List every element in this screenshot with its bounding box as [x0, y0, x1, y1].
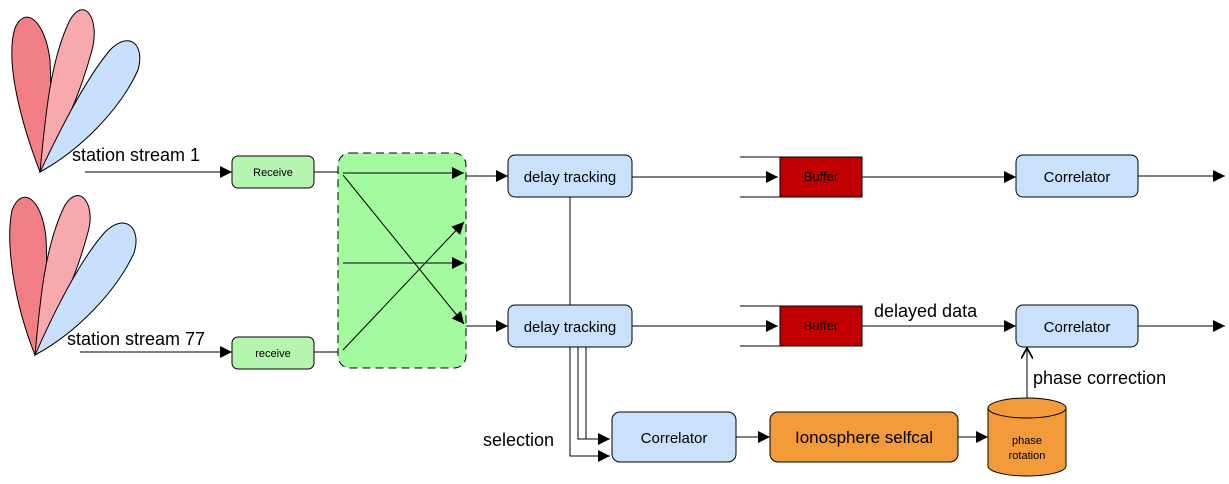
delay-tracking-box-1-label: delay tracking [524, 169, 617, 186]
buffer-box-1-label: Buffer [804, 169, 839, 184]
buffer-box-2-label: Buffer [804, 318, 839, 333]
switch-arrow-diagonal-down [342, 174, 465, 325]
receive-box-1-label: Receive [253, 167, 293, 179]
buffer-box-1[interactable]: Buffer [740, 156, 863, 198]
station-stream-1-label: station stream 1 [72, 145, 200, 165]
correlator-box-1-label: Correlator [1044, 169, 1111, 186]
delay-tracking-box-1[interactable]: delay tracking [507, 154, 633, 198]
delayed-data-label: delayed data [874, 301, 978, 321]
correlator-box-3-label: Correlator [641, 430, 708, 447]
ionosphere-selfcal-box[interactable]: Ionosphere selfcal [769, 411, 959, 463]
ionosphere-selfcal-label: Ionosphere selfcal [795, 428, 933, 447]
delay-tracking-box-2-label: delay tracking [524, 319, 617, 336]
antenna-beams-station-77 [9, 195, 137, 357]
phase-correction-label: phase correction [1033, 368, 1166, 388]
buffer-box-2[interactable]: Buffer [740, 305, 863, 347]
phase-rotation-label-line2: rotation [1009, 450, 1046, 462]
receive-box-1[interactable]: Receive [231, 155, 315, 189]
receive-box-77[interactable]: receive [231, 336, 315, 370]
delay-tracking-box-2[interactable]: delay tracking [507, 304, 633, 348]
beam-blue-2 [33, 222, 137, 357]
correlator-box-2-label: Correlator [1044, 319, 1111, 336]
correlator-box-1[interactable]: Correlator [1015, 154, 1139, 198]
switch-arrow-diagonal-up [342, 221, 465, 351]
phase-rotation-label-line1: phase [1012, 435, 1042, 447]
selection-paths [569, 347, 610, 462]
phase-rotation-cylinder[interactable]: phase rotation [987, 397, 1067, 477]
beam-blue-1 [38, 40, 141, 174]
selection-label: selection [483, 430, 554, 450]
correlator-box-3[interactable]: Correlator [611, 411, 737, 463]
station-stream-77-label: station stream 77 [67, 329, 205, 349]
receive-box-77-label: receive [255, 348, 290, 360]
switch-matrix[interactable] [337, 152, 467, 369]
antenna-beams-station-1 [11, 9, 141, 174]
correlator-box-2[interactable]: Correlator [1015, 304, 1139, 348]
